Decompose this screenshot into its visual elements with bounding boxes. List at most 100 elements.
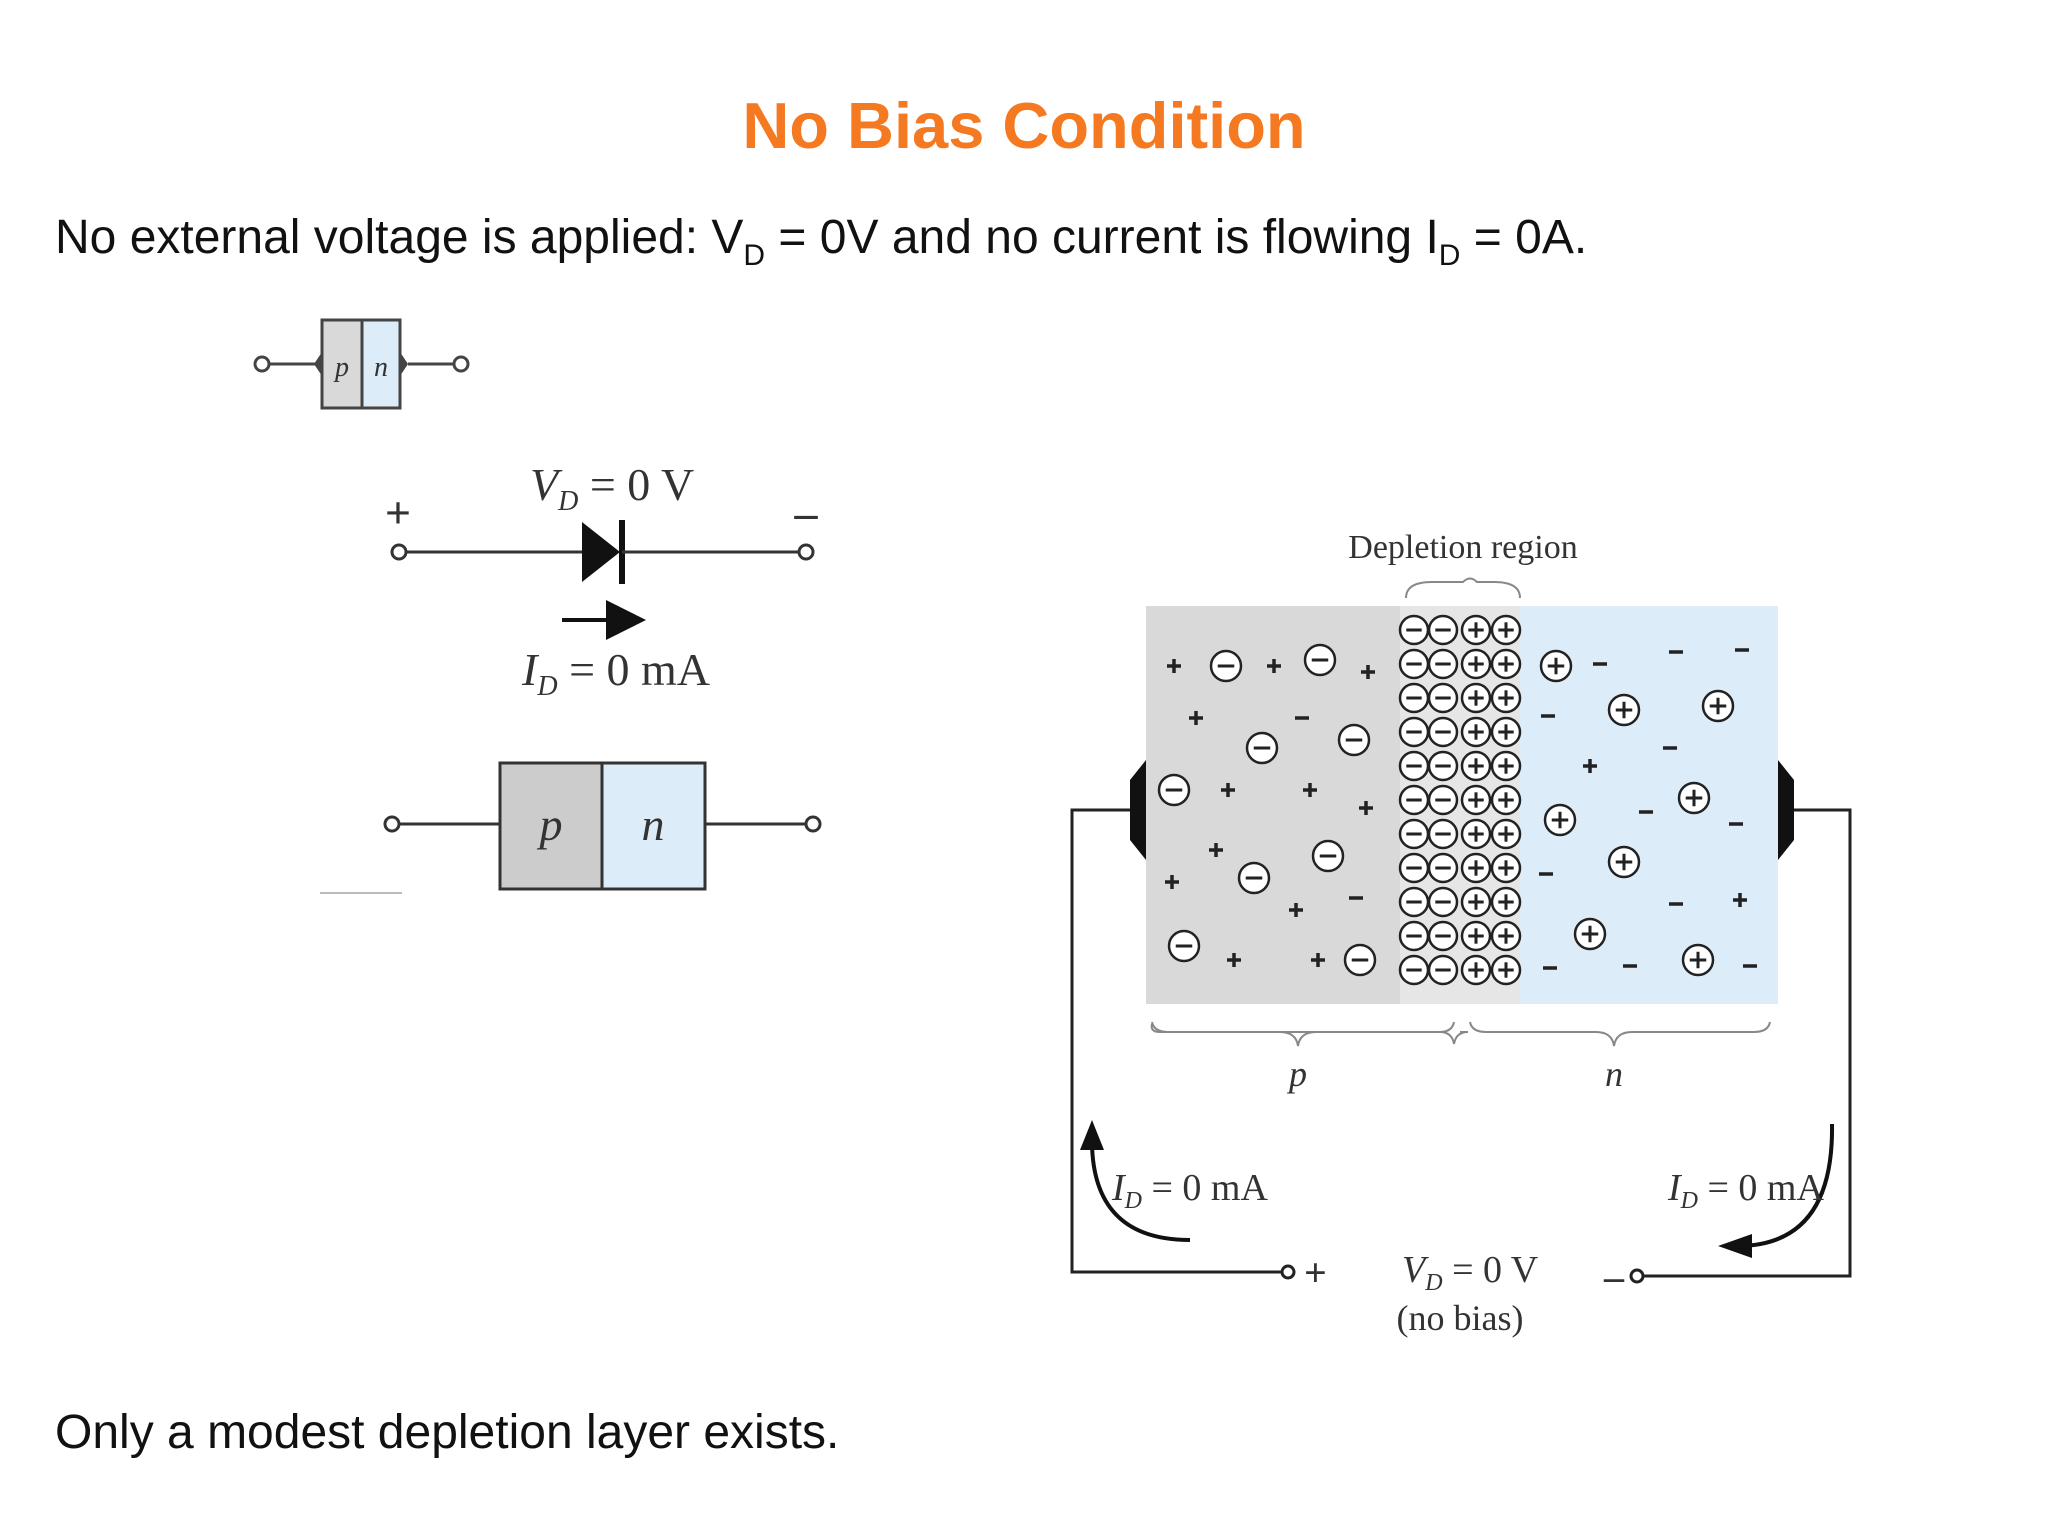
p-region-carriers — [1157, 643, 1377, 977]
junction-n-label: n — [1605, 1054, 1623, 1094]
positive-ion-icon — [1573, 917, 1607, 951]
positive-ion-icon — [1460, 886, 1492, 918]
minus-terminal-label: – — [794, 487, 819, 538]
negative-ion-icon — [1427, 818, 1459, 850]
p-bracket — [1151, 1021, 1455, 1047]
negative-ion-icon — [1398, 750, 1430, 782]
positive-ion-icon — [1490, 818, 1522, 850]
negative-ion-icon — [1398, 818, 1430, 850]
plus-terminal-label: + — [385, 487, 411, 538]
block-n-label: n — [642, 799, 665, 850]
negative-ion-icon — [1398, 648, 1430, 680]
positive-ion-icon — [1490, 886, 1522, 918]
negative-ion-icon — [1157, 773, 1191, 807]
junction-p-label: p — [1286, 1054, 1307, 1094]
right-current-arrow-icon — [1739, 1123, 1835, 1248]
positive-ion-icon — [1490, 954, 1522, 986]
negative-ion-icon — [1311, 839, 1345, 873]
negative-ion-icon — [1237, 861, 1271, 895]
negative-ion-icon — [1398, 716, 1430, 748]
positive-ion-icon — [1490, 750, 1522, 782]
right-wire — [1643, 808, 1852, 1278]
negative-ion-icon — [1398, 784, 1430, 816]
outro-text: Only a modest depletion layer exists. — [55, 1406, 840, 1459]
negative-ion-icon — [1343, 943, 1377, 977]
negative-ion-icon — [1427, 648, 1459, 680]
positive-ion-icon — [1607, 693, 1641, 727]
negative-ion-icon — [1427, 716, 1459, 748]
hole-carrier-icon — [1267, 659, 1281, 673]
positive-ion-icon — [1490, 614, 1522, 646]
hole-carrier-icon — [1209, 843, 1223, 857]
negative-ion-icon — [1398, 852, 1430, 884]
vd-label-junction: VD = 0 V — [1402, 1249, 1539, 1296]
positive-ion-icon — [1543, 803, 1577, 837]
negative-ion-icon — [1427, 784, 1459, 816]
positive-ion-icon — [1460, 852, 1492, 884]
positive-ion-icon — [1460, 818, 1492, 850]
hole-carrier-icon — [1361, 665, 1375, 679]
id-left-label: ID = 0 mA — [1111, 1167, 1268, 1214]
negative-ion-icon — [1209, 649, 1243, 683]
positive-ion-icon — [1701, 689, 1735, 723]
intro-text: No external voltage is applied: VD = 0V … — [55, 211, 1588, 272]
positive-ion-icon — [1490, 852, 1522, 884]
n-bracket — [1469, 1021, 1771, 1047]
negative-ion-icon — [1398, 920, 1430, 952]
negative-ion-icon — [1167, 929, 1201, 963]
diode-triangle-icon — [582, 522, 620, 582]
positive-ion-icon — [1490, 648, 1522, 680]
junction-diagram: Depletion region p n ID = 0 mA ID = 0 mA… — [1070, 529, 1852, 1338]
positive-ion-icon — [1460, 920, 1492, 952]
id-right-label: ID = 0 mA — [1667, 1167, 1824, 1214]
positive-ion-icon — [1460, 716, 1492, 748]
no-bias-label: (no bias) — [1397, 1298, 1524, 1338]
hole-carrier-icon — [1733, 893, 1747, 907]
positive-ion-icon — [1460, 682, 1492, 714]
negative-ion-icon — [1427, 886, 1459, 918]
positive-ion-icon — [1539, 649, 1573, 683]
diode-symbol-circuit: + – VD = 0 V ID = 0 mA — [385, 459, 819, 702]
negative-ion-icon — [1245, 731, 1279, 765]
negative-ion-icon — [1398, 682, 1430, 714]
positive-ion-icon — [1681, 943, 1715, 977]
small-n-label: n — [374, 352, 388, 383]
positive-ion-icon — [1490, 920, 1522, 952]
page-title: No Bias Condition — [742, 89, 1306, 162]
block-p-label: p — [537, 799, 563, 850]
id-label-top: ID = 0 mA — [521, 644, 710, 702]
depletion-ions — [1398, 614, 1522, 986]
small-p-label: p — [333, 352, 349, 383]
vd-label-top: VD = 0 V — [530, 459, 694, 517]
positive-ion-icon — [1460, 750, 1492, 782]
positive-ion-icon — [1460, 648, 1492, 680]
negative-ion-icon — [1427, 852, 1459, 884]
hole-carrier-icon — [1289, 903, 1303, 917]
junction-plus-label: + — [1304, 1250, 1327, 1295]
negative-ion-icon — [1427, 954, 1459, 986]
positive-ion-icon — [1460, 784, 1492, 816]
hole-carrier-icon — [1227, 953, 1241, 967]
hole-carrier-icon — [1167, 659, 1181, 673]
hole-carrier-icon — [1311, 953, 1325, 967]
depletion-region-label: Depletion region — [1348, 529, 1577, 566]
small-pn-diode: p n — [253, 318, 470, 410]
negative-ion-icon — [1427, 682, 1459, 714]
negative-ion-icon — [1398, 954, 1430, 986]
positive-ion-icon — [1490, 716, 1522, 748]
positive-ion-icon — [1460, 614, 1492, 646]
left-wire — [1070, 808, 1282, 1274]
negative-ion-icon — [1398, 886, 1430, 918]
positive-ion-icon — [1607, 845, 1641, 879]
positive-ion-icon — [1460, 954, 1492, 986]
n-region-carriers — [1539, 648, 1757, 977]
negative-ion-icon — [1427, 750, 1459, 782]
negative-ion-icon — [1398, 614, 1430, 646]
hole-carrier-icon — [1303, 783, 1317, 797]
hole-carrier-icon — [1221, 783, 1235, 797]
negative-ion-icon — [1303, 643, 1337, 677]
hole-carrier-icon — [1165, 875, 1179, 889]
hole-carrier-icon — [1359, 801, 1373, 815]
pn-block-diagram: p n — [320, 761, 822, 894]
